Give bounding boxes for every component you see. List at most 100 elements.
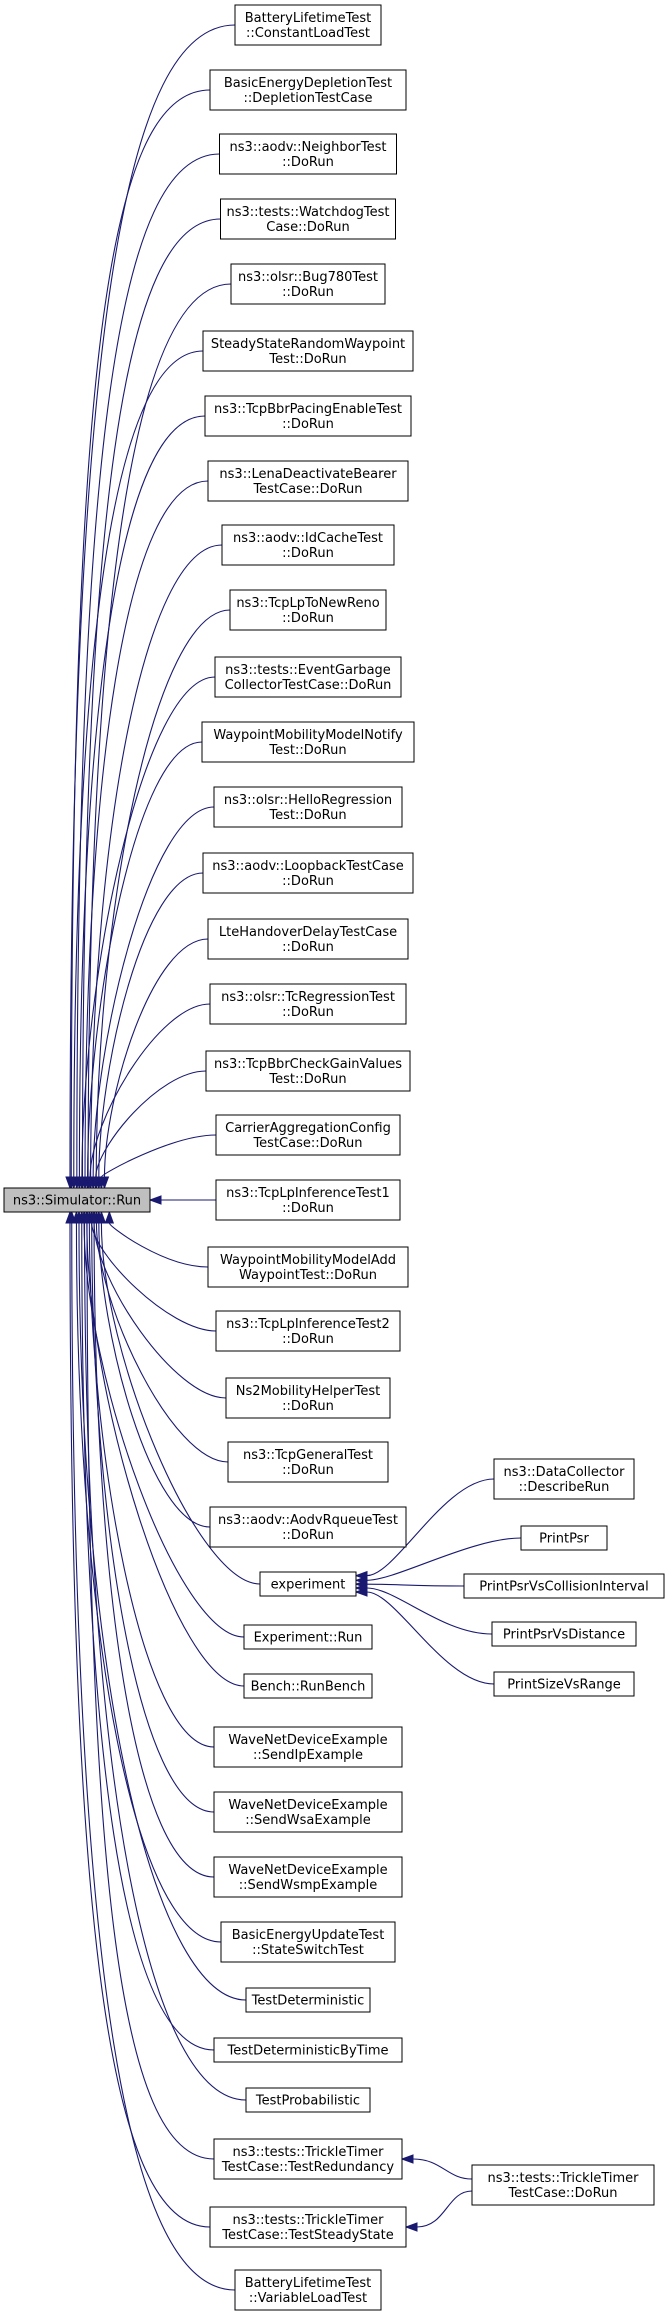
node-basicenergyupdatetest-stateswitchtest[interactable]: BasicEnergyUpdateTest::StateSwitchTest <box>220 1921 396 1963</box>
node-label-line: ::DoRun <box>282 1463 334 1478</box>
node-box <box>220 198 396 240</box>
node-ns3-tests-eventgarbagecollectortestcase-dorun[interactable]: ns3::tests::EventGarbageCollectorTestCas… <box>214 656 402 698</box>
node-label-line: PrintPsrVsDistance <box>503 1628 625 1643</box>
node-box <box>215 1310 401 1352</box>
node-box <box>243 1624 373 1650</box>
node-batterylifetimetest-variableloadtest[interactable]: BatteryLifetimeTest::VariableLoadTest <box>234 2269 382 2311</box>
node-label-line: Case::DoRun <box>266 220 349 235</box>
node-label-line: ns3::TcpLpInferenceTest2 <box>226 1317 390 1332</box>
node-box <box>213 1791 403 1833</box>
edge <box>92 806 215 1178</box>
node-printpsr[interactable]: PrintPsr <box>520 1525 608 1551</box>
node-label-line: TestCase::DoRun <box>252 482 362 497</box>
arrowhead <box>354 1587 368 1597</box>
node-box <box>230 263 386 305</box>
node-printpsrvscollisioninterval[interactable]: PrintPsrVsCollisionInterval <box>463 1573 665 1599</box>
node-label-line: WaveNetDeviceExample <box>228 1733 387 1748</box>
node-label-line: ns3::LenaDeactivateBearer <box>219 467 397 482</box>
node-label-line: ns3::olsr::Bug780Test <box>238 270 378 285</box>
node-box <box>227 1441 389 1483</box>
node-ns3-tests-trickletimertestcase-testredundancy[interactable]: ns3::tests::TrickleTimerTestCase::TestRe… <box>213 2138 403 2180</box>
edge <box>100 1222 261 1585</box>
node-ns3-tcplpinferencetest1-dorun[interactable]: ns3::TcpLpInferenceTest1::DoRun <box>215 1179 401 1221</box>
node-testdeterministicbytime[interactable]: TestDeterministicByTime <box>213 2037 403 2063</box>
node-box <box>221 524 395 566</box>
node-ns3-tcplptonewreno-dorun[interactable]: ns3::TcpLpToNewReno::DoRun <box>229 589 387 631</box>
node-testdeterministic[interactable]: TestDeterministic <box>245 1987 371 2013</box>
node-printpsrvsdistance[interactable]: PrintPsrVsDistance <box>491 1621 637 1647</box>
node-label-line: ns3::tests::TrickleTimer <box>233 2213 385 2228</box>
node-label-line: ::DoRun <box>282 1201 334 1216</box>
edge <box>81 1222 215 2051</box>
node-label-line: ::DoRun <box>282 1005 334 1020</box>
edge <box>95 1070 207 1178</box>
node-ns2mobilityhelpertest-dorun[interactable]: Ns2MobilityHelperTest::DoRun <box>225 1377 391 1419</box>
node-ns3-datacollector-describerun[interactable]: ns3::DataCollector::DescribeRun <box>493 1458 635 1500</box>
node-label-line: WaypointMobilityModelNotify <box>213 728 403 743</box>
node-label-line: TestProbabilistic <box>255 2094 360 2109</box>
edge <box>95 609 231 1178</box>
arrowhead <box>82 1210 92 1224</box>
node-wavenetdeviceexample-sendwsaexample[interactable]: WaveNetDeviceExample::SendWsaExample <box>213 1791 403 1833</box>
node-box <box>207 460 409 502</box>
node-ns3-aodv-loopbacktestcase-dorun[interactable]: ns3::aodv::LoopbackTestCase::DoRun <box>202 852 414 894</box>
edge <box>69 1222 211 2228</box>
node-box <box>213 2138 403 2180</box>
node-ns3-aodv-aodvrqueuetest-dorun[interactable]: ns3::aodv::AodvRqueueTest::DoRun <box>209 1506 407 1548</box>
node-ns3-olsr-bug780test-dorun[interactable]: ns3::olsr::Bug780Test::DoRun <box>230 263 386 305</box>
node-ltehandoverdelaytestcase-dorun[interactable]: LteHandoverDelayTestCase::DoRun <box>207 918 409 960</box>
node-ns3-tests-trickletimertestcase-teststeadystate[interactable]: ns3::tests::TrickleTimerTestCase::TestSt… <box>209 2206 407 2248</box>
node-bench-runbench[interactable]: Bench::RunBench <box>243 1673 373 1699</box>
node-label-line: Bench::RunBench <box>251 1680 366 1695</box>
edge <box>412 2158 473 2180</box>
edge <box>91 1222 217 1332</box>
node-label-line: LteHandoverDelayTestCase <box>219 925 397 940</box>
node-label-line: Experiment::Run <box>254 1631 363 1646</box>
node-box <box>493 1458 635 1500</box>
node-label-line: BatteryLifetimeTest <box>245 2276 372 2291</box>
node-wavenetdeviceexample-sendipexample[interactable]: WaveNetDeviceExample::SendIpExample <box>213 1726 403 1768</box>
node-label-line: ::DoRun <box>282 417 334 432</box>
node-experiment[interactable]: experiment <box>259 1571 357 1597</box>
node-experiment-run[interactable]: Experiment::Run <box>243 1624 373 1650</box>
node-box <box>243 1673 373 1699</box>
node-ns3-aodv-neighbortest-dorun[interactable]: ns3::aodv::NeighborTest::DoRun <box>219 133 397 175</box>
node-ns3-olsr-tcregressiontest-dorun[interactable]: ns3::olsr::TcRegressionTest::DoRun <box>209 983 407 1025</box>
edge <box>108 1222 209 1268</box>
node-box <box>205 1050 411 1092</box>
node-ns3-aodv-idcachetest-dorun[interactable]: ns3::aodv::IdCacheTest::DoRun <box>221 524 395 566</box>
node-label-line: ns3::aodv::AodvRqueueTest <box>218 1513 398 1528</box>
edge <box>86 1222 245 1687</box>
node-label-line: CollectorTestCase::DoRun <box>225 678 392 693</box>
node-basicenergydepletiontest-depletiontestcase[interactable]: BasicEnergyDepletionTest::DepletionTestC… <box>209 69 407 111</box>
node-wavenetdeviceexample-sendwsmpexample[interactable]: WaveNetDeviceExample::SendWsmpExample <box>213 1856 403 1898</box>
node-label-line: ns3::TcpBbrPacingEnableTest <box>214 402 402 417</box>
node-batterylifetimetest-constantloadtest[interactable]: BatteryLifetimeTest::ConstantLoadTest <box>234 4 382 46</box>
node-label-line: Test::DoRun <box>268 1072 346 1087</box>
node-label-line: PrintPsrVsCollisionInterval <box>479 1580 649 1595</box>
edge <box>86 1222 215 2160</box>
node-ns3-tcplpinferencetest2-dorun[interactable]: ns3::TcpLpInferenceTest2::DoRun <box>215 1310 401 1352</box>
node-box <box>234 2269 382 2311</box>
node-ns3-tcpbbrpacingenabletest-dorun[interactable]: ns3::TcpBbrPacingEnableTest::DoRun <box>204 395 412 437</box>
edge <box>93 1222 215 1878</box>
node-box <box>229 589 387 631</box>
node-label-line: ns3::tests::WatchdogTest <box>226 205 389 220</box>
node-ns3-tcpgeneraltest-dorun[interactable]: ns3::TcpGeneralTest::DoRun <box>227 1441 389 1483</box>
node-ns3-simulator-run[interactable]: ns3::Simulator::Run <box>3 1187 151 1213</box>
node-testprobabilistic[interactable]: TestProbabilistic <box>245 2087 371 2113</box>
node-label-line: TestCase::DoRun <box>507 2186 617 2201</box>
edge <box>91 1222 215 1813</box>
edge <box>81 676 216 1178</box>
edge <box>81 218 221 1178</box>
node-waypointmobilitymodeladdwaypointtest-dorun[interactable]: WaypointMobilityModelAddWaypointTest::Do… <box>207 1246 409 1288</box>
node-printsizevsrange[interactable]: PrintSizeVsRange <box>493 1671 635 1697</box>
